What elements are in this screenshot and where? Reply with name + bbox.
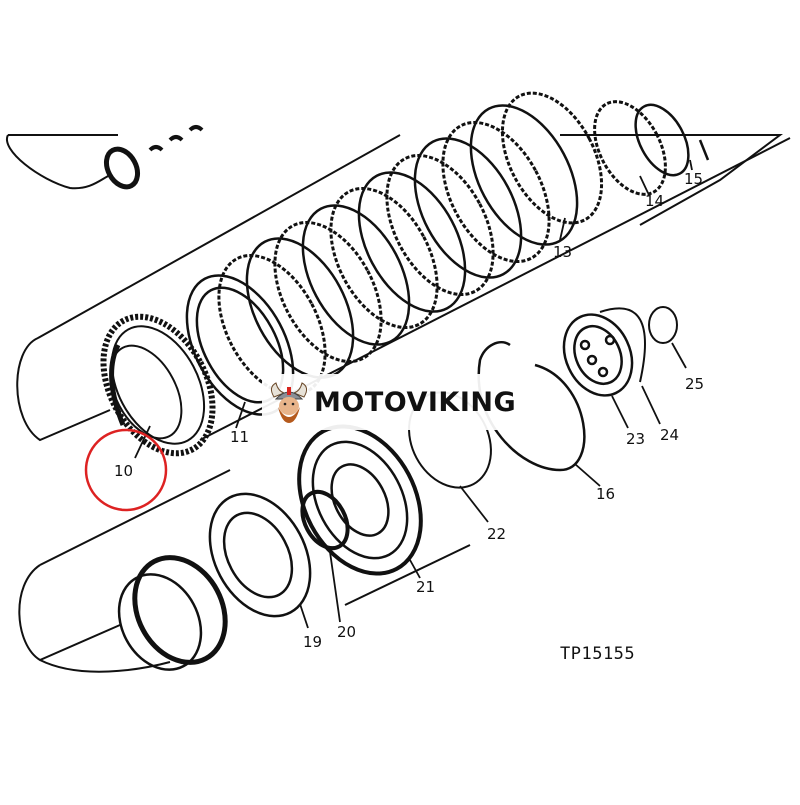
part-20-seal — [300, 489, 350, 551]
part-16-snap-ring — [477, 341, 586, 472]
part-23-bearing — [562, 313, 634, 397]
part-label: 10 — [114, 462, 133, 480]
part-21-piston — [297, 424, 423, 576]
watermark-text: MOTOVIKING — [314, 386, 517, 418]
part-24-snap-ring — [599, 307, 646, 383]
part-label: 23 — [626, 430, 645, 448]
part-label: 21 — [416, 578, 435, 596]
part-label: 11 — [230, 428, 249, 446]
part-labels: 10 11 13 14 15 16 19 20 21 22 23 24 25 — [114, 170, 704, 651]
leader-lines — [134, 159, 693, 629]
part-label: 16 — [596, 485, 615, 503]
part-label: 13 — [553, 243, 572, 261]
part-19-housing — [208, 492, 312, 618]
part-label: 15 — [684, 170, 703, 188]
lower-seal-rings — [117, 555, 228, 671]
part-label: 24 — [660, 426, 679, 444]
lower-shaft-outline — [18, 469, 471, 673]
part-10-gear-ring — [100, 313, 216, 457]
part-label: 25 — [685, 375, 704, 393]
part-25-snap-ring — [648, 306, 678, 344]
part-14-15-plates — [593, 100, 710, 196]
watermark: MOTOVIKING — [262, 374, 534, 430]
part-label: 19 — [303, 633, 322, 651]
part-label: 22 — [487, 525, 506, 543]
seal-ring-top — [103, 125, 204, 190]
part-label: 14 — [645, 192, 664, 210]
reference-code: TP15155 — [560, 644, 635, 664]
highlight-circle — [84, 428, 168, 512]
viking-head-icon — [270, 382, 308, 423]
part-label: 20 — [337, 623, 356, 641]
